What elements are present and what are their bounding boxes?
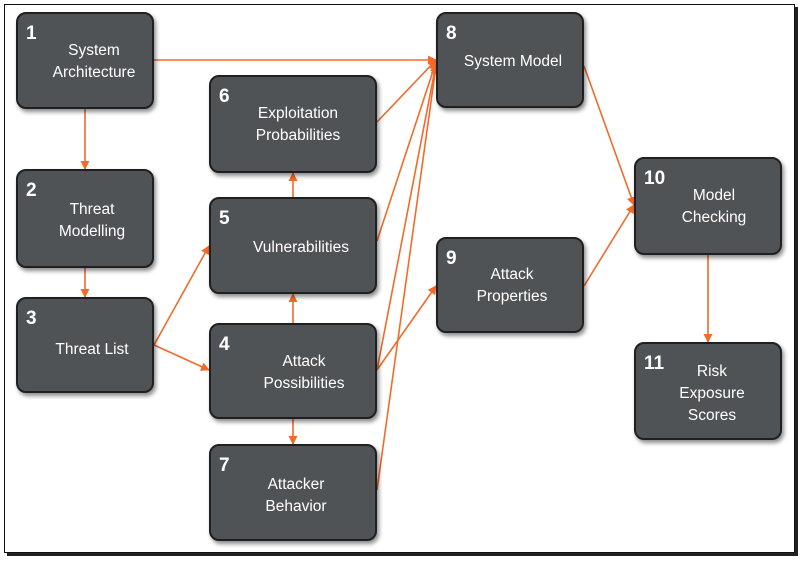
edge-6-8 — [376, 59, 437, 123]
node-number: 11 — [644, 353, 665, 374]
node-number: 4 — [219, 334, 230, 355]
node-system-model: 8 System Model — [436, 12, 584, 108]
node-number: 8 — [446, 23, 457, 44]
node-number: 10 — [644, 168, 666, 189]
node-label: Model Checking — [681, 187, 747, 226]
node-label: Attack Possibilities — [263, 353, 345, 392]
edge-9-10 — [583, 204, 635, 287]
node-label: Exploitation Probabilities — [255, 105, 341, 144]
node-system-architecture: 1 System Architecture — [16, 12, 154, 109]
edge-4-9 — [376, 285, 437, 371]
node-number: 1 — [26, 23, 37, 44]
node-attacker-behavior: 7 Attacker Behavior — [209, 444, 377, 541]
node-label: Risk Exposure Scores — [679, 363, 745, 424]
edge-7-8 — [376, 65, 440, 491]
node-threat-modelling: 2 Threat Modelling — [16, 169, 154, 268]
node-label: Threat Modelling — [58, 201, 126, 240]
node-model-checking: 10 Model Checking — [634, 157, 782, 255]
edge-5-8 — [376, 61, 438, 242]
node-attack-properties: 9 Attack Properties — [436, 237, 584, 333]
node-vulnerabilities: 5 Vulnerabilities — [209, 197, 377, 294]
node-exploitation-probabilities: 6 Exploitation Probabilities — [209, 75, 377, 173]
edge-4-8 — [376, 63, 439, 371]
node-label: Vulnerabilities — [253, 239, 349, 256]
edge-3-5 — [153, 245, 210, 346]
node-label: System Architecture — [52, 42, 136, 81]
node-label: Threat List — [55, 341, 129, 358]
node-number: 3 — [26, 308, 37, 329]
node-label: System Model — [463, 53, 563, 70]
node-number: 6 — [219, 86, 230, 107]
node-number: 7 — [219, 455, 230, 476]
node-number: 5 — [219, 208, 230, 229]
node-number: 2 — [26, 180, 37, 201]
node-label: Attacker Behavior — [265, 476, 327, 515]
node-risk-exposure-scores: 11 Risk Exposure Scores — [634, 342, 782, 440]
node-threat-list: 3 Threat List — [16, 297, 154, 393]
edge-8-10 — [583, 65, 636, 206]
node-number: 9 — [446, 248, 457, 269]
node-attack-possibilities: 4 Attack Possibilities — [209, 323, 377, 419]
edge-3-4 — [153, 344, 210, 371]
node-label: Attack Properties — [476, 266, 548, 305]
